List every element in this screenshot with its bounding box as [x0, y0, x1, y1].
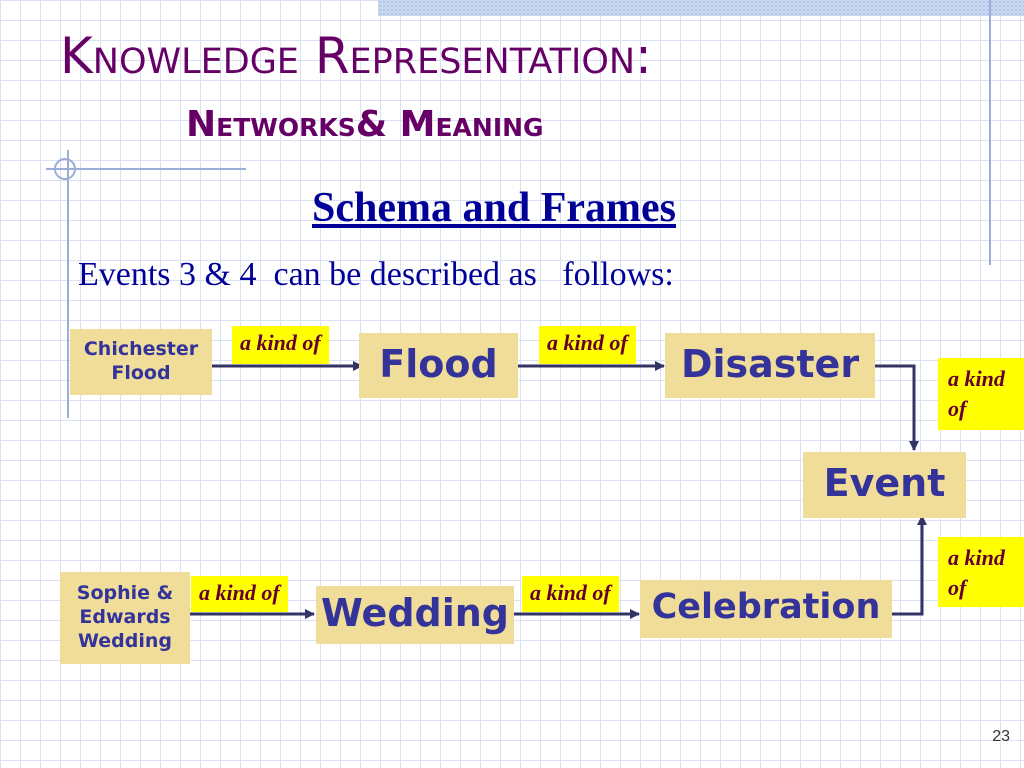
- page-number: 23: [992, 728, 1010, 745]
- slide-title: Knowledge Representation:: [60, 27, 652, 85]
- slide-subtitle: Networks& Meaning: [186, 104, 544, 145]
- node-celebration: Celebration: [640, 580, 892, 638]
- node-flood: Flood: [359, 333, 518, 398]
- left-vertical-rule: [67, 150, 69, 418]
- node-chichester-flood: Chichester Flood: [70, 329, 212, 395]
- relation-label-sophie-wedding: a kind of: [191, 576, 288, 612]
- intro-text: Events 3 & 4 can be described as follows…: [78, 256, 674, 293]
- right-vertical-rule: [989, 0, 991, 265]
- left-horizontal-rule: [46, 168, 246, 170]
- node-sophie-edwards-wedding: Sophie & Edwards Wedding: [60, 572, 190, 664]
- node-event: Event: [803, 452, 966, 518]
- crosshair-circle-ornament: [54, 158, 76, 180]
- relation-label-disaster-event: a kind of: [938, 358, 1024, 430]
- node-wedding: Wedding: [316, 586, 514, 644]
- relation-label-chichester-flood: a kind of: [232, 326, 329, 364]
- relation-label-wedding-celebration: a kind of: [522, 576, 619, 612]
- relation-label-celebration-event: a kind of: [938, 537, 1024, 607]
- arrow-disaster-to-event: [875, 364, 919, 451]
- section-heading: Schema and Frames: [312, 185, 676, 231]
- relation-label-flood-disaster: a kind of: [539, 326, 636, 364]
- node-disaster: Disaster: [665, 333, 875, 398]
- top-decorative-band: [378, 0, 1024, 16]
- arrow-celebration-to-event: [884, 515, 927, 616]
